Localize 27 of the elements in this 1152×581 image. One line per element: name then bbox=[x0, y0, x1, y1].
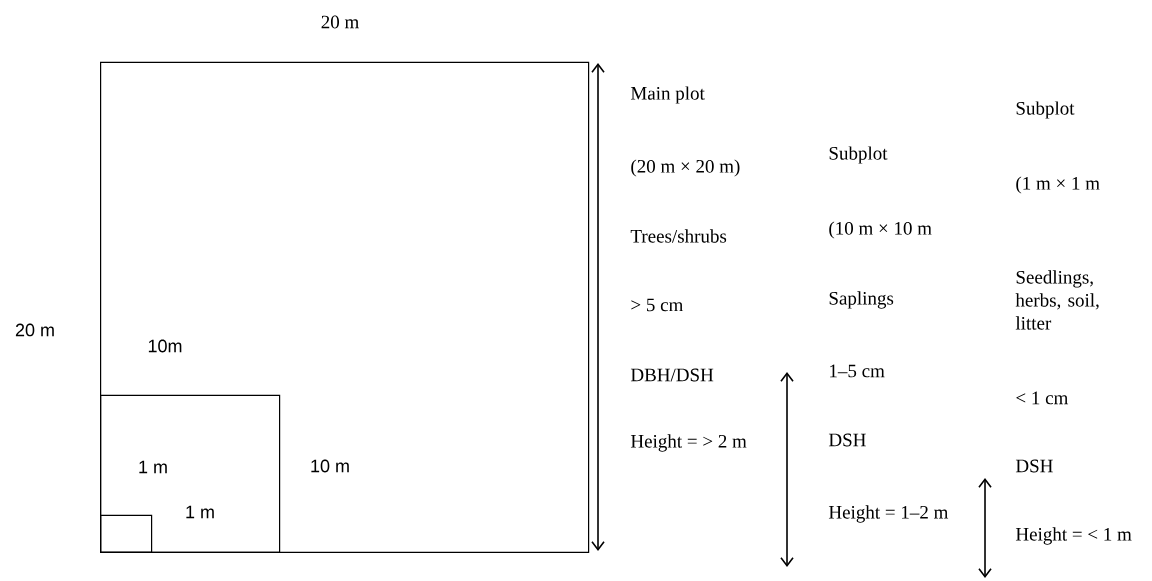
plot-description: Height = < 1 m bbox=[1015, 527, 1132, 545]
dimension-label: 1 m bbox=[186, 505, 214, 519]
plot-description: (1 m × 1 m bbox=[1016, 176, 1100, 194]
plot-description: Height = > 2 m bbox=[630, 434, 747, 452]
dimension-label: 10m bbox=[148, 339, 182, 353]
dimension-label: 1 m bbox=[139, 460, 167, 474]
plot-description: DSH bbox=[828, 433, 866, 447]
plot-square bbox=[100, 394, 281, 553]
plot-description: Trees/shrubs bbox=[630, 229, 727, 243]
plot-description: DSH bbox=[1015, 459, 1053, 473]
plot-description: > 5 cm bbox=[631, 298, 684, 312]
dimension-label: 10 m bbox=[311, 459, 349, 473]
plot-description: Subplot bbox=[829, 146, 888, 164]
dimension-label: 20 m bbox=[321, 15, 359, 29]
plot-description: Height = 1–2 m bbox=[828, 505, 949, 523]
plot-description: (20 m × 20 m) bbox=[631, 159, 740, 177]
plot-description: (10 m × 10 m bbox=[829, 221, 932, 239]
plot-description: < 1 cm bbox=[1016, 391, 1069, 405]
plot-description: Main plot bbox=[630, 86, 705, 104]
plot-description: DBH/DSH bbox=[630, 368, 714, 382]
plot-description: Saplings bbox=[829, 291, 894, 309]
plot-description: 1–5 cm bbox=[830, 364, 885, 378]
plot-description: Seedlings, herbs, soil, litter bbox=[1015, 270, 1099, 330]
plot-description: Subplot bbox=[1016, 101, 1075, 119]
plot-square bbox=[100, 61, 590, 553]
plot-square bbox=[100, 514, 153, 553]
dimension-label: 20 m bbox=[15, 323, 54, 337]
